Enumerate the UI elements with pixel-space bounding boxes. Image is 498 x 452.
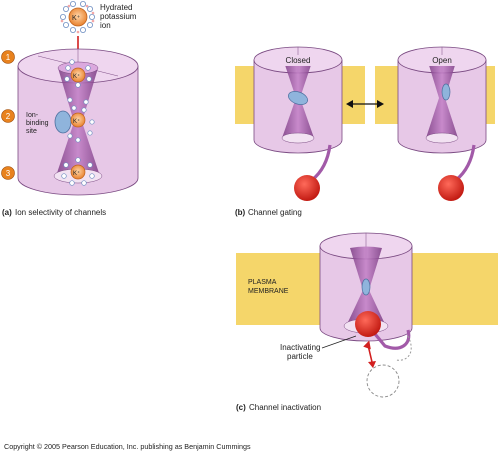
ion-symbol-2: K⁺ xyxy=(73,118,80,125)
gating-double-arrow xyxy=(346,100,384,108)
gate-open xyxy=(441,83,451,101)
hydrated-label-line1: Hydrated xyxy=(100,3,132,12)
binding-label-line1: Ion- xyxy=(26,112,39,119)
step-badge-3: 3 xyxy=(1,166,15,180)
hydrated-ion-symbol: K⁺ xyxy=(72,15,81,22)
binding-label-line2: binding xyxy=(26,120,49,127)
hydrated-ion-cluster: K⁺ xyxy=(60,1,96,34)
particle-leader-line xyxy=(321,335,357,349)
gate-closed xyxy=(288,91,308,105)
caption-b-text: Channel gating xyxy=(248,208,302,217)
particle-free-position xyxy=(366,364,400,398)
inactivation-double-arrow xyxy=(363,340,376,368)
caption-b-letter: (b) xyxy=(235,208,246,217)
open-label: Open xyxy=(432,56,452,65)
channel-open: Open xyxy=(397,46,487,201)
ion-stage-3: K⁺ xyxy=(61,157,95,186)
caption-a-text: Ion selectivity of channels xyxy=(15,208,106,217)
hydrated-label-line2: potassium xyxy=(100,12,137,21)
open-inactivation-particle xyxy=(438,175,464,201)
binding-label-line3: site xyxy=(26,128,37,135)
hydrated-label-line3: ion xyxy=(100,21,111,30)
panel-a-ion-selectivity: K⁺ Hydrated potassium ion xyxy=(1,1,139,217)
ion-symbol-1: K⁺ xyxy=(73,73,80,80)
panel-c-channel-inactivation: PLASMA MEMBRANE Inactivating particle xyxy=(236,232,498,412)
caption-c-text: Channel inactivation xyxy=(249,403,321,412)
svg-text:1: 1 xyxy=(6,53,11,62)
ion-stage-1: K⁺ xyxy=(64,59,92,88)
ion-symbol-3: K⁺ xyxy=(73,170,80,177)
step-badge-2: 2 xyxy=(1,109,15,123)
caption-a-letter: (a) xyxy=(2,208,12,217)
ion-binding-site xyxy=(54,110,72,134)
caption-c-letter: (c) xyxy=(236,403,246,412)
inactivated-channel xyxy=(319,232,413,361)
ion-stage-2: K⁺ xyxy=(67,97,95,143)
particle-blocking-pore xyxy=(355,311,381,337)
svg-text:3: 3 xyxy=(6,169,11,178)
svg-text:2: 2 xyxy=(6,112,11,121)
channel-closed: Closed xyxy=(253,46,343,201)
membrane-label-line2: MEMBRANE xyxy=(248,288,289,295)
particle-label-line1: Inactivating xyxy=(280,343,320,352)
step-badge-1: 1 xyxy=(1,50,15,64)
panel-b-channel-gating: Closed Open (b) Channel gating xyxy=(235,46,495,217)
closed-inactivation-particle xyxy=(294,175,320,201)
closed-label: Closed xyxy=(286,56,311,65)
particle-label-line2: particle xyxy=(287,352,313,361)
copyright-notice: Copyright © 2005 Pearson Education, Inc.… xyxy=(4,442,251,451)
membrane-label-line1: PLASMA xyxy=(248,279,277,286)
